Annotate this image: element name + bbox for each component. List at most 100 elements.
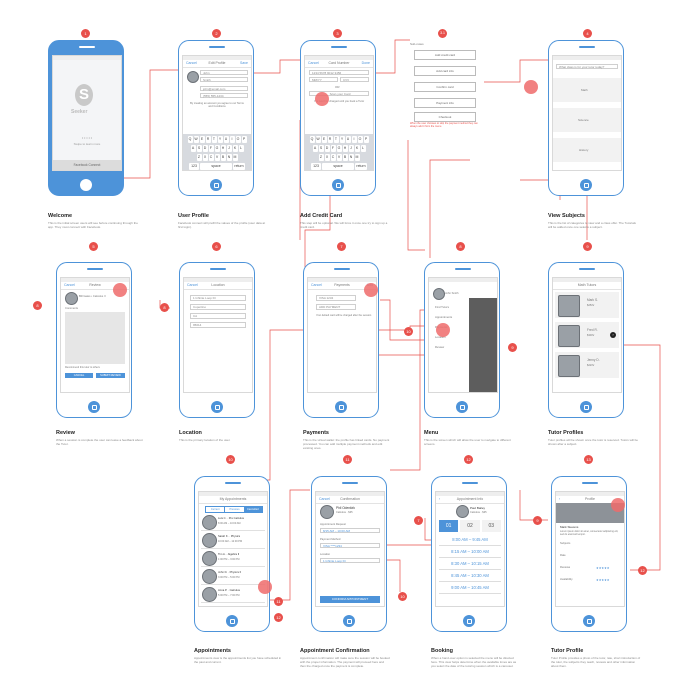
time-slot[interactable]: 8:45 AM – 10:30 AM [439,571,501,582]
subject-tile-math[interactable]: Math [553,78,621,102]
tab-previous[interactable]: Previous [224,507,243,512]
menu-overlay-panel[interactable] [469,298,497,392]
key[interactable]: Q [309,136,315,143]
home-button[interactable] [580,401,592,413]
key[interactable]: R [327,136,333,143]
key[interactable]: V [336,154,342,161]
key[interactable]: K [354,145,360,152]
cancel-button[interactable]: Cancel [308,61,319,65]
key[interactable]: J [348,145,354,152]
hotspot-appointment-row[interactable] [258,580,272,594]
key[interactable]: U [345,136,351,143]
back-arrow-icon[interactable]: ‹ [559,497,561,501]
card-number-field[interactable]: 1234 5678 9012 3456 [309,70,369,75]
key[interactable]: M [354,154,360,161]
tutor-card-3[interactable]: Jenny D. $22/hr [555,352,619,378]
key[interactable]: W [315,136,321,143]
hotspot-menu-item[interactable] [436,323,450,337]
save-button[interactable]: Save [240,61,248,65]
expiry-field[interactable]: MM/YY [309,77,338,82]
subject-tile-science[interactable]: Science [553,108,621,132]
key[interactable]: W [193,136,199,143]
menu-item-find-tutors[interactable]: Find Tutors [435,305,449,309]
avatar[interactable] [187,71,199,83]
key[interactable]: K [232,145,238,152]
cancel-button[interactable]: Cancel [319,497,330,501]
home-button[interactable] [580,179,592,191]
cancel-button[interactable]: Cancel [186,61,197,65]
facebook-connect-button[interactable]: Facebook Connect [53,160,121,170]
recommend-checkbox[interactable]: Recommend this tutor to others [65,366,100,369]
subject-tile-history[interactable]: History [553,138,621,162]
key-123[interactable]: 123 [311,163,321,170]
hotspot-review-rating[interactable] [113,283,127,297]
menu-item-appointments[interactable]: Appointments [435,315,453,319]
key[interactable]: Z [318,154,324,161]
time-slot[interactable]: 8:30 AM – 10:15 AM [439,559,501,570]
key[interactable]: I [229,136,235,143]
hotspot-subject-search[interactable] [524,80,538,94]
home-button[interactable] [343,615,355,627]
home-button[interactable] [463,615,475,627]
home-button[interactable] [88,401,100,413]
key[interactable]: P [363,136,369,143]
key[interactable]: X [202,154,208,161]
tutor-card-1[interactable]: Mark S. $25/hr [555,292,619,318]
home-button[interactable] [335,401,347,413]
location-field[interactable]: 1 Infinite Loop Dr [320,558,380,563]
hotspot-book-tutor[interactable] [611,498,625,512]
comments-textarea[interactable] [65,312,125,364]
city-field[interactable]: Cupertino [190,304,246,310]
key[interactable]: T [211,136,217,143]
home-button[interactable] [211,401,223,413]
tab-cancelled[interactable]: Cancelled [243,507,262,512]
state-field[interactable]: CA [190,313,246,319]
key[interactable]: U [223,136,229,143]
key[interactable]: S [196,145,202,152]
day-option[interactable]: 02 [460,520,480,532]
key[interactable]: A [190,145,196,152]
submit-review-button[interactable]: SUBMIT REVIEW [96,373,125,378]
key[interactable]: Z [196,154,202,161]
key[interactable]: E [321,136,327,143]
day-option[interactable]: 01 [439,520,459,532]
done-button[interactable]: Done [361,61,370,65]
back-arrow-icon[interactable]: ‹ [439,497,441,501]
key[interactable]: G [214,145,220,152]
cancel-review-button[interactable]: CANCEL [65,373,93,378]
chevron-right-icon[interactable]: › [610,332,616,338]
cvv-field[interactable]: CVV [340,77,369,82]
home-button[interactable] [456,401,468,413]
key[interactable]: V [214,154,220,161]
phone-field[interactable]: (555) 555-1234 [200,93,248,98]
hotspot-add-payment[interactable] [364,283,378,297]
day-option[interactable]: 03 [481,520,501,532]
street-field[interactable]: 1 Infinite Loop Dr [190,295,246,301]
email-field[interactable]: john@email.com [200,86,248,91]
key-return[interactable]: return [355,163,367,170]
zip-field[interactable]: 95014 [190,322,246,328]
time-slot[interactable]: 8:15 AM – 10:00 AM [439,547,501,558]
key[interactable]: Y [217,136,223,143]
key[interactable]: L [360,145,366,152]
key[interactable]: F [330,145,336,152]
key[interactable]: N [348,154,354,161]
tutor-card-2[interactable]: Fred R. $30/hr › [555,322,619,348]
key-return[interactable]: return [233,163,245,170]
saved-card-row[interactable]: VISA 1234 [316,295,356,301]
home-button[interactable] [210,179,222,191]
cancel-button[interactable]: Cancel [187,283,198,287]
key[interactable]: B [342,154,348,161]
key[interactable]: D [324,145,330,152]
key[interactable]: X [324,154,330,161]
key-space[interactable]: space [200,163,232,170]
key[interactable]: O [357,136,363,143]
menu-item-review[interactable]: Review [435,345,445,349]
key[interactable]: D [202,145,208,152]
key[interactable]: M [232,154,238,161]
